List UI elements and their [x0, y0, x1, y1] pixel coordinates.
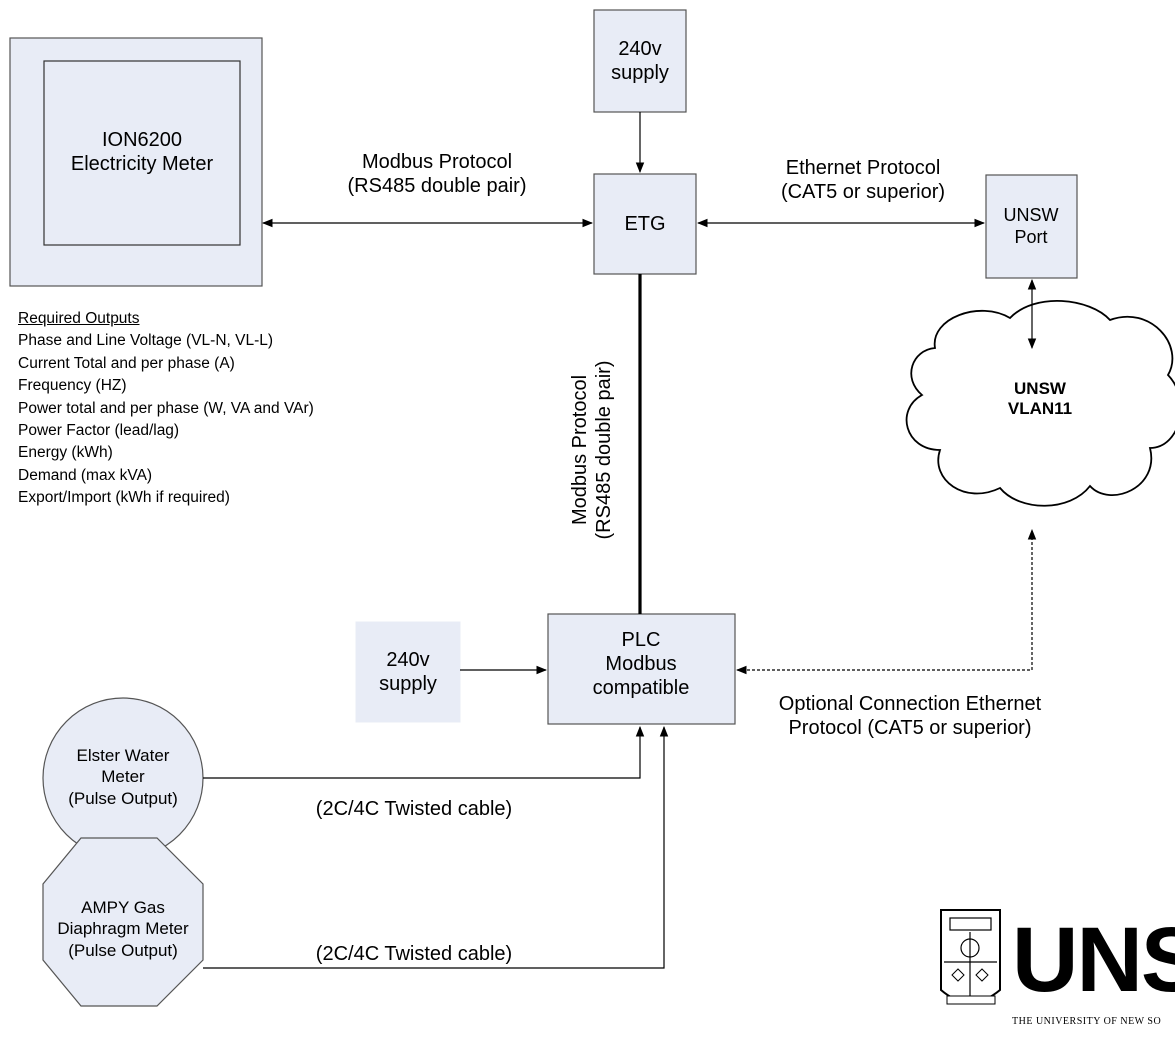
gas-meter-line1: AMPY Gas — [81, 898, 165, 917]
required-output-item: Current Total and per phase (A) — [18, 354, 235, 372]
plc-line1: PLC — [621, 629, 661, 651]
optional-connection-label: Optional Connection Ethernet Protocol (C… — [779, 692, 1041, 740]
modbus-vertical-line1: Modbus Protocol — [569, 374, 591, 526]
plc-line2: Modbus — [605, 653, 677, 675]
required-output-item: Frequency (HZ) — [18, 377, 127, 395]
modbus-top-line1: Modbus Protocol — [361, 151, 513, 173]
ethernet-label: Ethernet Protocol (CAT5 or superior) — [781, 156, 945, 204]
ethernet-line2: (CAT5 or superior) — [780, 181, 946, 203]
gas-meter-line3: (Pulse Output) — [68, 940, 178, 960]
plc-line3: compatible — [592, 677, 690, 699]
cloud-line1: UNSW — [1014, 379, 1066, 398]
modbus-top-line2: (RS485 double pair) — [347, 175, 527, 197]
required-output-item: Export/Import (kWh if required) — [18, 489, 230, 507]
required-output-item: Phase and Line Voltage (VL-N, VL-L) — [18, 332, 274, 350]
optional-line2: Protocol (CAT5 or superior) — [788, 717, 1032, 739]
connector-water-to-plc — [203, 725, 645, 779]
connector-gas-to-plc — [203, 725, 669, 969]
unsw-crest-icon — [940, 909, 1001, 1005]
ethernet-line1: Ethernet Protocol — [785, 157, 941, 179]
connector-optional-ethernet — [735, 528, 1037, 675]
gas-meter-line2: Diaphragm Meter — [57, 919, 189, 939]
required-outputs-list: Required Outputs Phase and Line Voltage … — [18, 308, 314, 510]
twisted-gas-label: (2C/4C Twisted cable) — [315, 943, 513, 965]
supply-top-label: 240v supply — [611, 37, 669, 85]
gas-meter-label: AMPY Gas Diaphragm Meter (Pulse Output) — [57, 897, 188, 961]
required-outputs-heading: Required Outputs — [18, 310, 140, 327]
unsw-logo-text: UNSW — [1012, 909, 1175, 1011]
supply-top-line1: 240v — [618, 38, 662, 60]
unsw-port-line1: UNSW — [1003, 205, 1059, 225]
supply-left-line1: 240v — [386, 649, 430, 671]
modbus-vertical-label: Modbus Protocol (RS485 double pair) — [568, 361, 616, 540]
optional-line1: Optional Connection Ethernet — [778, 693, 1042, 715]
required-output-item: Power total and per phase (W, VA and VAr… — [18, 399, 314, 417]
water-meter-label: Elster Water Meter (Pulse Output) — [68, 745, 178, 809]
required-output-item: Energy (kWh) — [18, 444, 113, 462]
plc-box — [547, 613, 736, 725]
ion6200-label-line1: ION6200 — [101, 129, 183, 151]
cloud-label: UNSW VLAN11 — [1008, 379, 1072, 420]
supply-left-box — [355, 621, 461, 723]
supply-left-line2: supply — [379, 673, 437, 695]
supply-left-label: 240v supply — [379, 648, 437, 696]
unsw-port-box — [985, 174, 1078, 279]
etg-box — [593, 173, 697, 275]
modbus-vertical-line2: (RS485 double pair) — [593, 360, 615, 540]
ion6200-label: ION6200 Electricity Meter — [71, 128, 213, 176]
twisted-water-label: (2C/4C Twisted cable) — [315, 798, 513, 820]
supply-top-line2: supply — [611, 62, 669, 84]
required-output-item: Power Factor (lead/lag) — [18, 422, 180, 440]
water-meter-line3: (Pulse Output) — [68, 788, 178, 808]
ion6200-inner-box — [43, 60, 241, 246]
cloud-line2: VLAN11 — [1007, 399, 1073, 419]
supply-top-box — [593, 9, 687, 113]
ion6200-label-line2: Electricity Meter — [70, 153, 214, 175]
water-meter-line2: Meter — [101, 767, 145, 787]
unsw-port-line2: Port — [1014, 226, 1048, 247]
vlan-cloud — [905, 300, 1175, 507]
modbus-top-label: Modbus Protocol (RS485 double pair) — [348, 150, 527, 198]
plc-label: PLC Modbus compatible — [593, 628, 690, 700]
etg-label: ETG — [624, 213, 666, 235]
gas-meter-octagon — [42, 837, 204, 1007]
water-meter-line1: Elster Water — [76, 746, 170, 765]
unsw-port-label: UNSW Port — [1004, 205, 1059, 248]
unsw-logo-subtitle: THE UNIVERSITY OF NEW SO — [1012, 1016, 1162, 1027]
required-output-item: Demand (max kVA) — [18, 466, 153, 484]
